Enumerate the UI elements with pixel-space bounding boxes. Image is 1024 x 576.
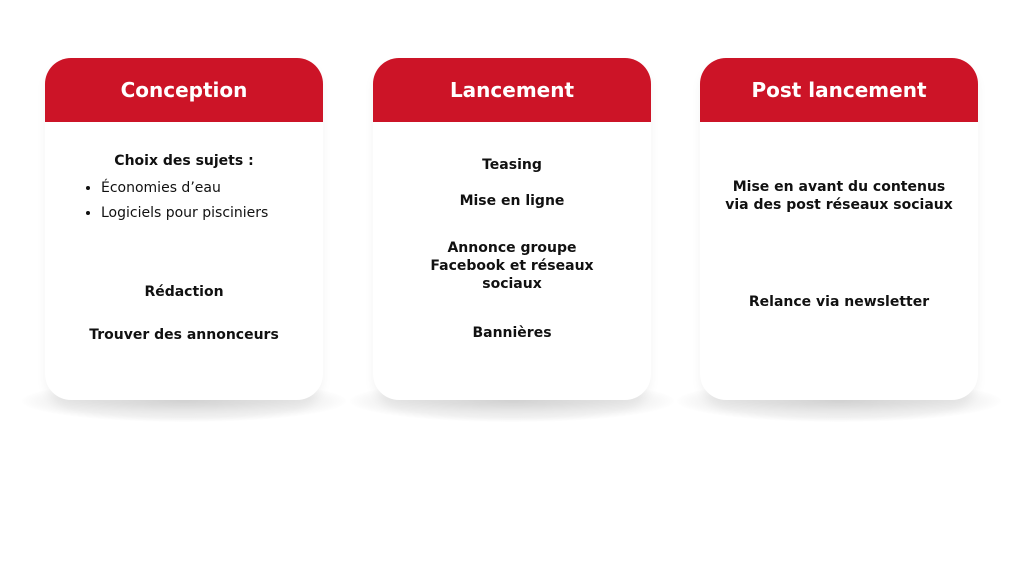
step-item: Trouver des annonceurs [89,327,279,343]
card-lancement: Lancement Teasing Mise en ligne Annonce … [373,58,651,400]
list-item: Logiciels pour pisciniers [101,201,281,226]
step-item: Annonce groupe Facebook et réseaux socia… [430,240,594,292]
subject-list: Économies d’eau Logiciels pour piscinier… [87,176,281,226]
step-item: Bannières [472,325,552,341]
card-title: Lancement [373,58,651,122]
card-conception: Conception Choix des sujets : Économies … [45,58,323,400]
step-item: Mise en ligne [459,193,565,209]
subject-heading: Choix des sujets : [114,153,254,169]
step-item: Relance via newsletter [748,294,930,310]
card-title: Post lancement [700,58,978,122]
card-post-lancement: Post lancement Mise en avant du contenus… [700,58,978,400]
step-item: Rédaction [144,284,224,300]
list-item: Économies d’eau [101,176,281,201]
card-title: Conception [45,58,323,122]
step-item: Mise en avant du contenus via des post r… [725,179,953,213]
step-item: Teasing [482,157,542,173]
